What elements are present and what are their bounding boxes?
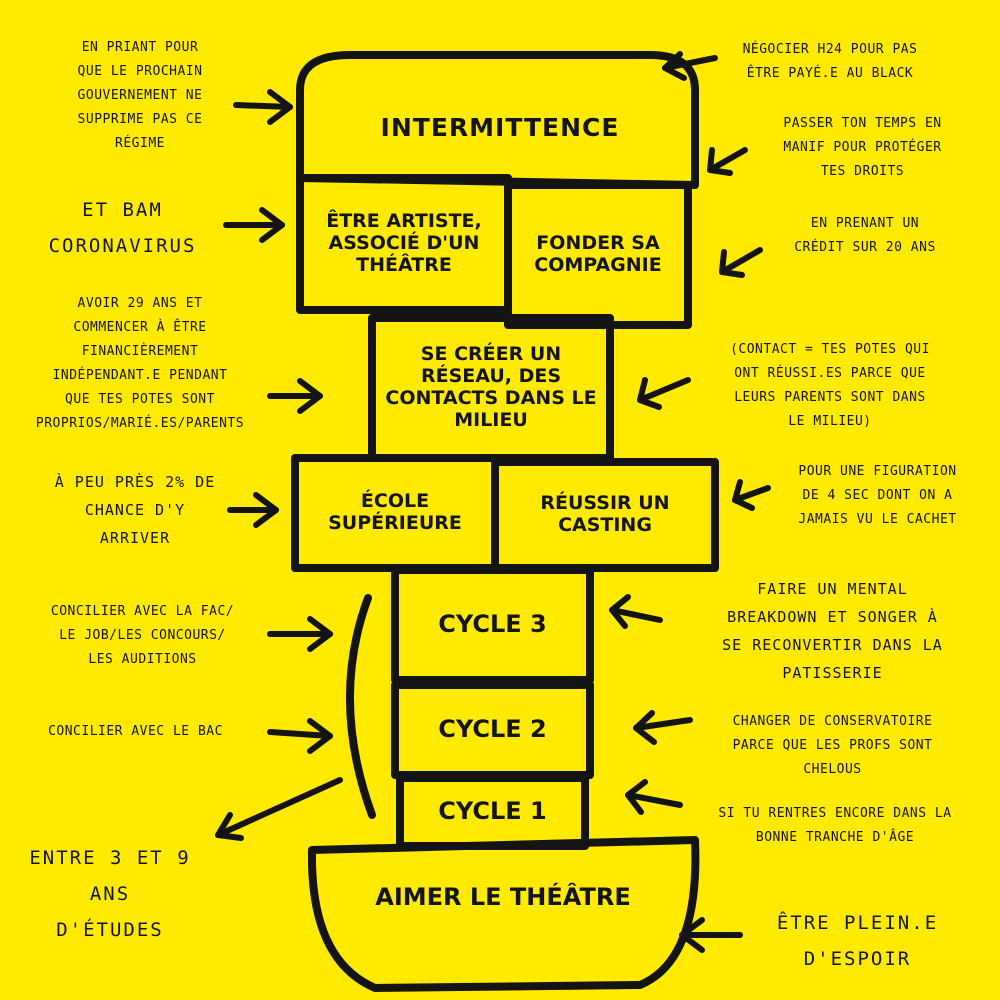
note-avoir29: Avoir 29 ans et commencer à être financi… (35, 296, 245, 431)
arrow-entre (215, 777, 343, 841)
note-contact: (contact = tes potes qui ont réussi.es p… (730, 342, 930, 429)
arrow-corona (223, 207, 285, 243)
etre-artiste-label: ÊTRE ARTISTE, ASSOCIÉ D'UN THÉÂTRE (326, 210, 482, 276)
cycle2-label: CYCLE 2 (438, 715, 547, 744)
note-negocier: Négocier H24 pour pas être payé.e au bla… (742, 42, 918, 81)
intermittence-label: INTERMITTENCE (380, 112, 620, 142)
arrow-breakdown (609, 594, 663, 629)
note-rentres: Si tu rentres encore dans la bonne tranc… (718, 806, 952, 845)
note-changer: Changer de conservatoire parce que les p… (732, 714, 933, 777)
arrow-plein (679, 917, 743, 953)
casting-box (491, 458, 719, 572)
arrow-credit (719, 247, 763, 278)
casting-label: RÉUSSIR UN CASTING (540, 492, 670, 536)
ecole-label: ÉCOLE SUPÉRIEURE (328, 490, 462, 534)
note-plein: Être plein.e d'espoir (776, 912, 939, 970)
reseau-label: SE CRÉER UN RÉSEAU, DES CONTACTS DANS LE… (385, 343, 597, 431)
note-figuration: Pour une figuration de 4 sec dont on a j… (798, 464, 957, 527)
arrow-concilier-fac (267, 616, 333, 652)
aimer-label: AIMER LE THÉÂTRE (375, 882, 631, 911)
note-concilier-fac: Concilier avec la fac/ le job/les concou… (50, 604, 235, 667)
cycle3-box (391, 566, 594, 684)
note-corona: Et BAM CORONAVIRUS (48, 199, 197, 257)
arrow-concilier-bac (267, 718, 333, 754)
cycle1-label: CYCLE 1 (438, 797, 547, 826)
arrow-avoir29 (267, 378, 323, 414)
note-manif: Passer ton temps en manif pour protéger … (783, 116, 942, 179)
arrow-figuration (732, 479, 771, 511)
intermittence-dome (296, 51, 699, 189)
note-priant: En priant pour que le prochain gouvernem… (77, 40, 203, 151)
cycles-bracket (346, 594, 376, 819)
arrow-negocier (662, 51, 718, 81)
note-entre: Entre 3 et 9 ans d'études (29, 847, 191, 941)
arrow-chance (227, 492, 279, 528)
aimer-bowl (307, 836, 700, 992)
arrow-rentres (625, 779, 683, 815)
note-credit: En prenant un crédit sur 20 ans (794, 216, 936, 255)
fonder-compagnie-label: FONDER SA COMPAGNIE (534, 232, 662, 276)
fonder-compagnie-box (504, 181, 692, 329)
arrow-manif (707, 147, 748, 176)
note-chance: À peu près 2% de chance d'y arriver (54, 473, 216, 547)
note-breakdown: Faire un mental breakdown et songer à se… (722, 580, 943, 682)
arrow-priant (233, 89, 293, 125)
arrow-changer (633, 710, 693, 745)
cycle3-label: CYCLE 3 (438, 610, 547, 639)
arrow-contact (637, 377, 691, 410)
note-concilier-bac: Concilier avec le bac (48, 724, 223, 739)
